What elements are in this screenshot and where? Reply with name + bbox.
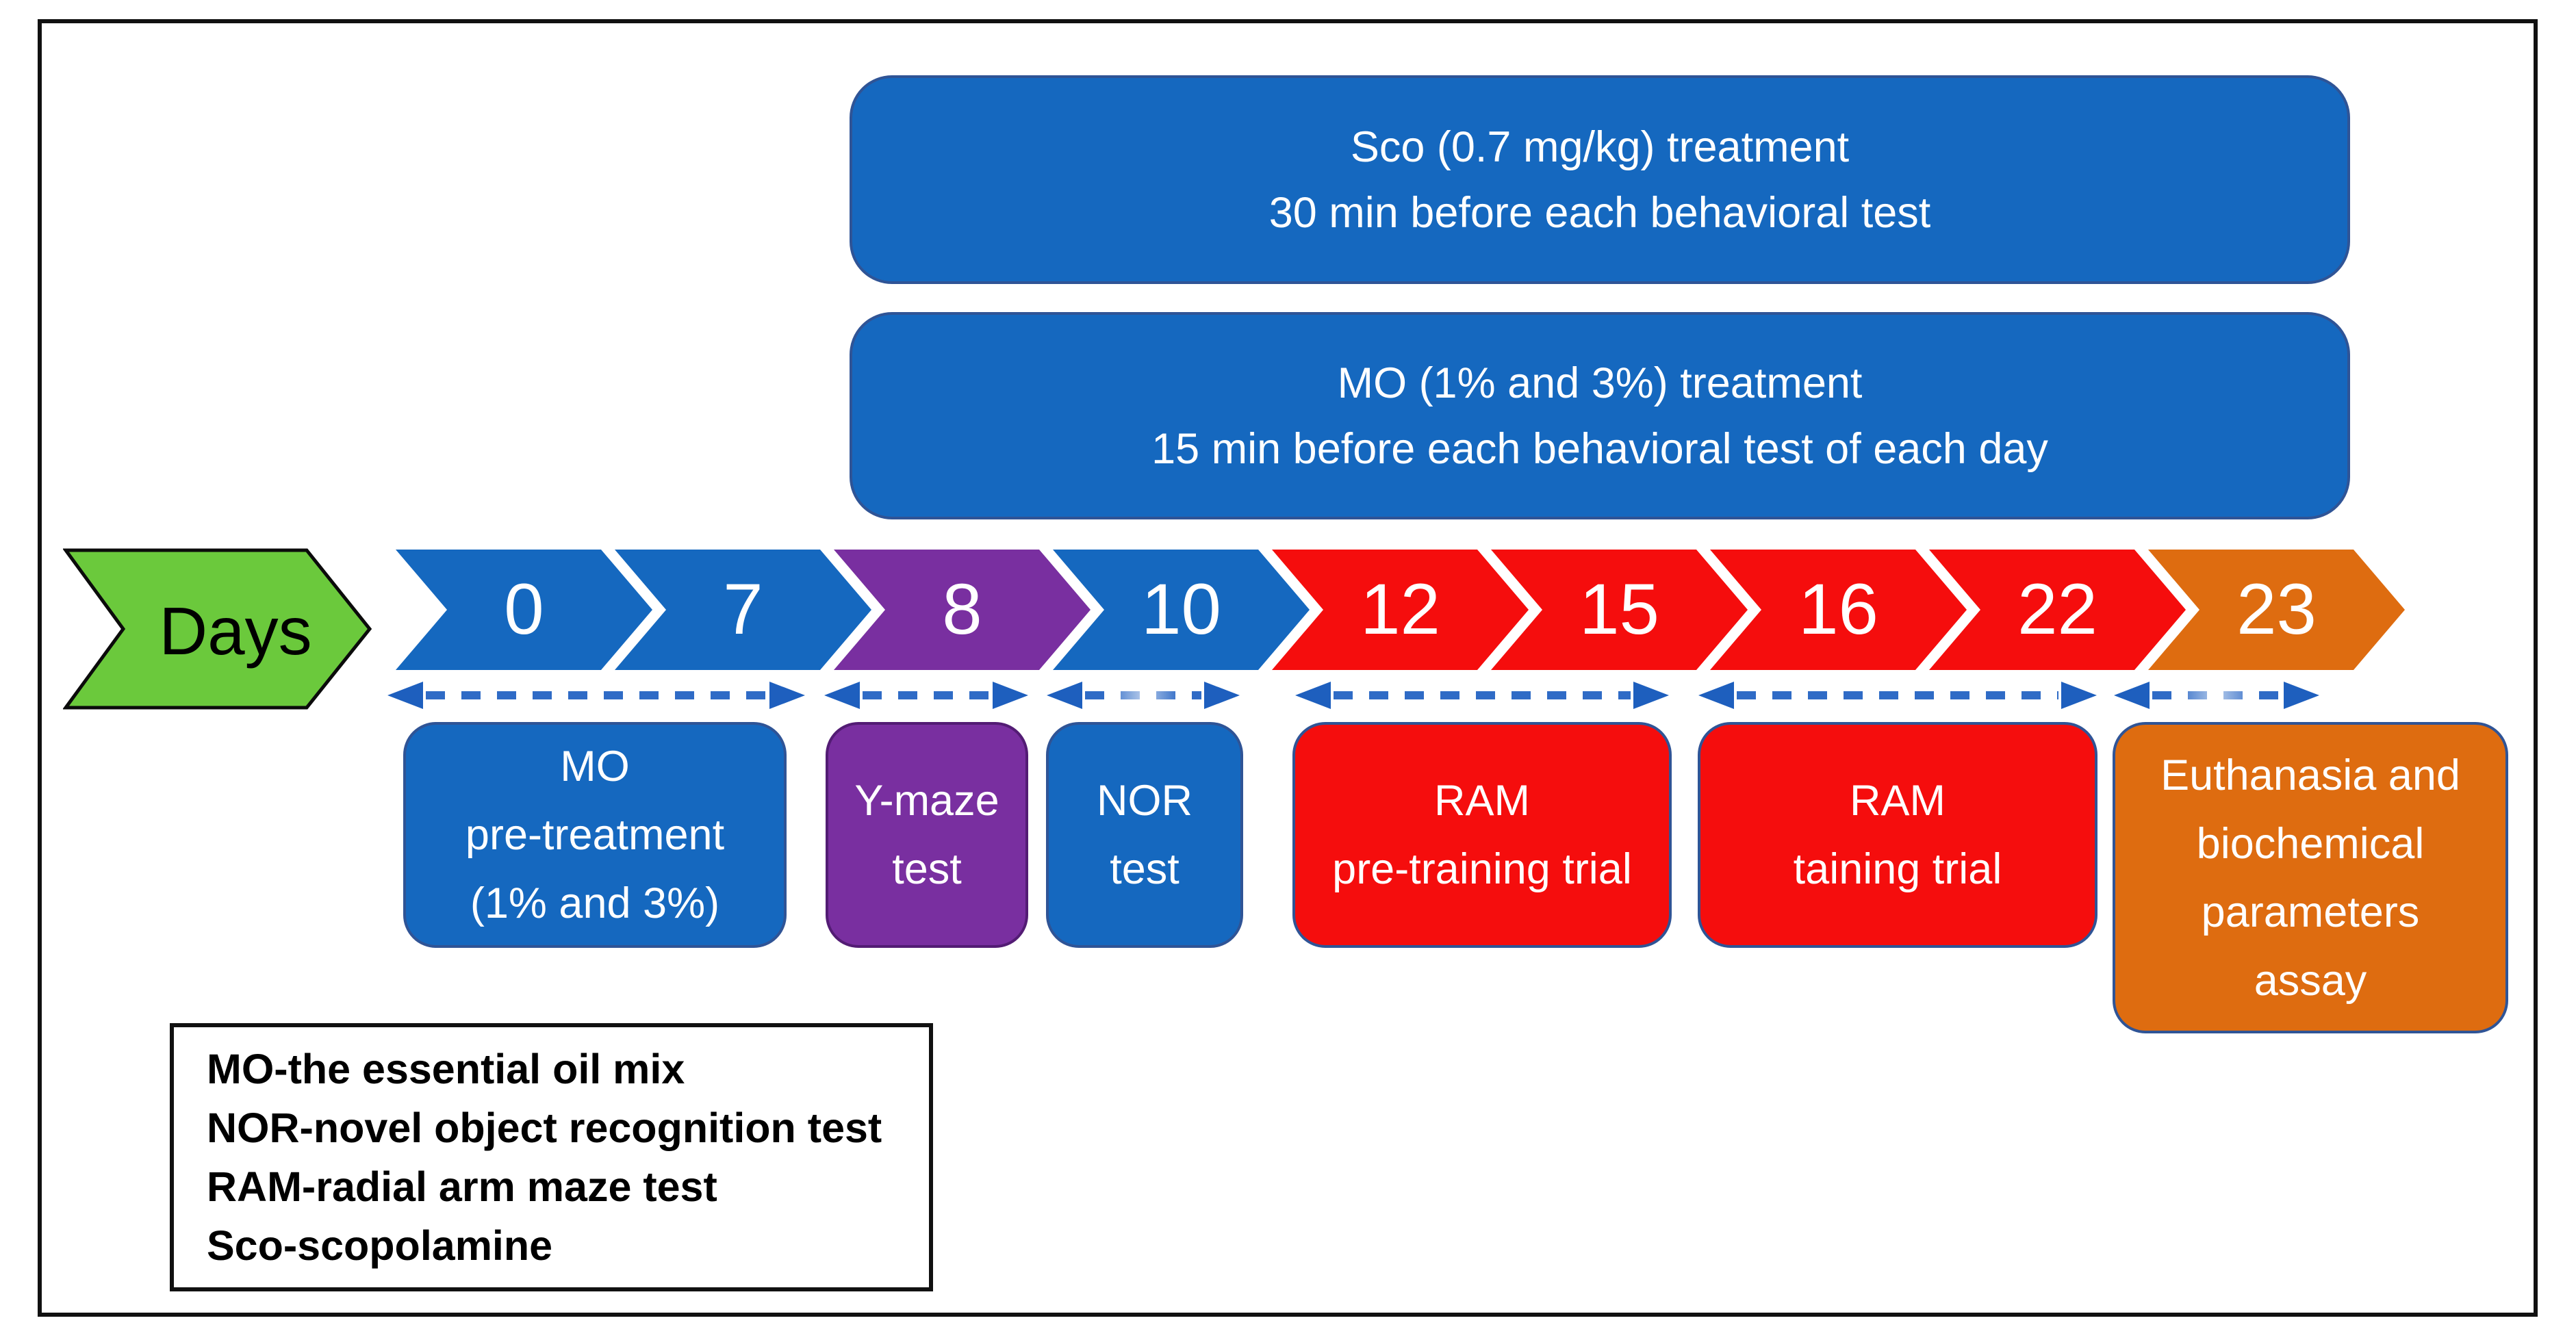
phase-line: MO	[560, 743, 630, 790]
range-arrow-ram-training	[1698, 681, 2097, 710]
left-arrowhead-icon	[387, 682, 423, 709]
range-arrow-ram-pretraining	[1295, 681, 1669, 710]
day-chevron-label: 12	[1360, 569, 1440, 649]
legend-line-sco: Sco-scopolamine	[207, 1222, 553, 1269]
left-arrowhead-icon	[1295, 682, 1331, 709]
day-chevron-label: 7	[723, 569, 763, 649]
range-arrow-nor	[1047, 681, 1240, 710]
day-chevron-10: 10	[1053, 550, 1310, 670]
phase-line: assay	[2254, 956, 2367, 1005]
phase-line: test	[1110, 845, 1179, 893]
legend-line-mo: MO-the essential oil mix	[207, 1046, 685, 1092]
phase-line: (1% and 3%)	[470, 879, 720, 927]
left-arrowhead-icon	[2114, 682, 2150, 709]
banner-line: Sco (0.7 mg/kg) treatment	[1350, 123, 1850, 171]
right-arrowhead-icon	[769, 682, 805, 709]
phase-line: Y-maze	[854, 777, 999, 825]
days-arrow-shape	[63, 548, 372, 710]
left-arrowhead-icon	[1047, 682, 1082, 709]
days-arrow: Days	[63, 548, 372, 710]
day-chevron-label: 22	[2017, 569, 2097, 649]
left-arrowhead-icon	[824, 682, 860, 709]
phase-line: taining trial	[1793, 845, 2002, 893]
right-arrowhead-icon	[2061, 682, 2097, 709]
day-chevron-label: 23	[2236, 569, 2317, 649]
left-arrowhead-icon	[1698, 682, 1734, 709]
days-label: Days	[159, 593, 311, 669]
day-chevron-7: 7	[615, 550, 871, 670]
outer-border	[38, 19, 2538, 1317]
phase-box-ram-pretraining: RAM pre-training trial	[1292, 722, 1672, 948]
phase-line: pre-training trial	[1332, 845, 1632, 893]
phase-box-mo-pretreatment: MO pre-treatment (1% and 3%)	[403, 722, 787, 948]
right-arrowhead-icon	[2284, 682, 2319, 709]
dashed-line	[1085, 691, 1201, 699]
banner-line: MO (1% and 3%) treatment	[1337, 359, 1863, 407]
legend-line-ram: RAM-radial arm maze test	[207, 1163, 717, 1210]
phase-line: Euthanasia and	[2160, 751, 2460, 799]
right-arrowhead-icon	[993, 682, 1028, 709]
legend-line-nor: NOR-novel object recognition test	[207, 1105, 882, 1151]
right-arrowhead-icon	[1204, 682, 1240, 709]
day-chevron-label: 10	[1141, 569, 1221, 649]
range-arrow-euthanasia	[2114, 681, 2319, 710]
legend-box: MO-the essential oil mix NOR-novel objec…	[170, 1023, 933, 1291]
day-chevron-label: 15	[1579, 569, 1659, 649]
banner-sco-treatment: Sco (0.7 mg/kg) treatment 30 min before …	[850, 75, 2350, 284]
phase-box-nor-test: NOR test	[1046, 722, 1243, 948]
phase-line: test	[892, 845, 962, 893]
day-chevron-label: 8	[942, 569, 982, 649]
dashed-line	[2152, 691, 2281, 699]
range-arrow-y-maze	[824, 681, 1028, 710]
day-chevron-label: 0	[504, 569, 544, 649]
dashed-line	[1737, 691, 2058, 699]
right-arrowhead-icon	[1633, 682, 1669, 709]
day-chevron-label: 16	[1798, 569, 1878, 649]
phase-line: biochemical	[2196, 819, 2425, 868]
phase-line: NOR	[1097, 777, 1193, 825]
phase-line: RAM	[1434, 777, 1530, 825]
banner-line: 30 min before each behavioral test	[1268, 188, 1931, 237]
phase-box-y-maze-test: Y-maze test	[826, 722, 1028, 948]
phase-line: pre-treatment	[465, 811, 725, 859]
phase-box-ram-training: RAM taining trial	[1698, 722, 2097, 948]
dashed-line	[863, 691, 990, 699]
phase-box-euthanasia-assay: Euthanasia and biochemical parameters as…	[2113, 722, 2508, 1033]
dashed-line	[1334, 691, 1631, 699]
day-chevron-16: 16	[1710, 550, 1967, 670]
range-arrow-mo-pretreatment	[387, 681, 805, 710]
banner-mo-treatment: MO (1% and 3%) treatment 15 min before e…	[850, 312, 2350, 519]
banner-line: 15 min before each behavioral test of ea…	[1151, 424, 2048, 473]
dashed-line	[426, 691, 767, 699]
phase-line: parameters	[2201, 888, 2420, 936]
phase-line: RAM	[1850, 777, 1946, 825]
